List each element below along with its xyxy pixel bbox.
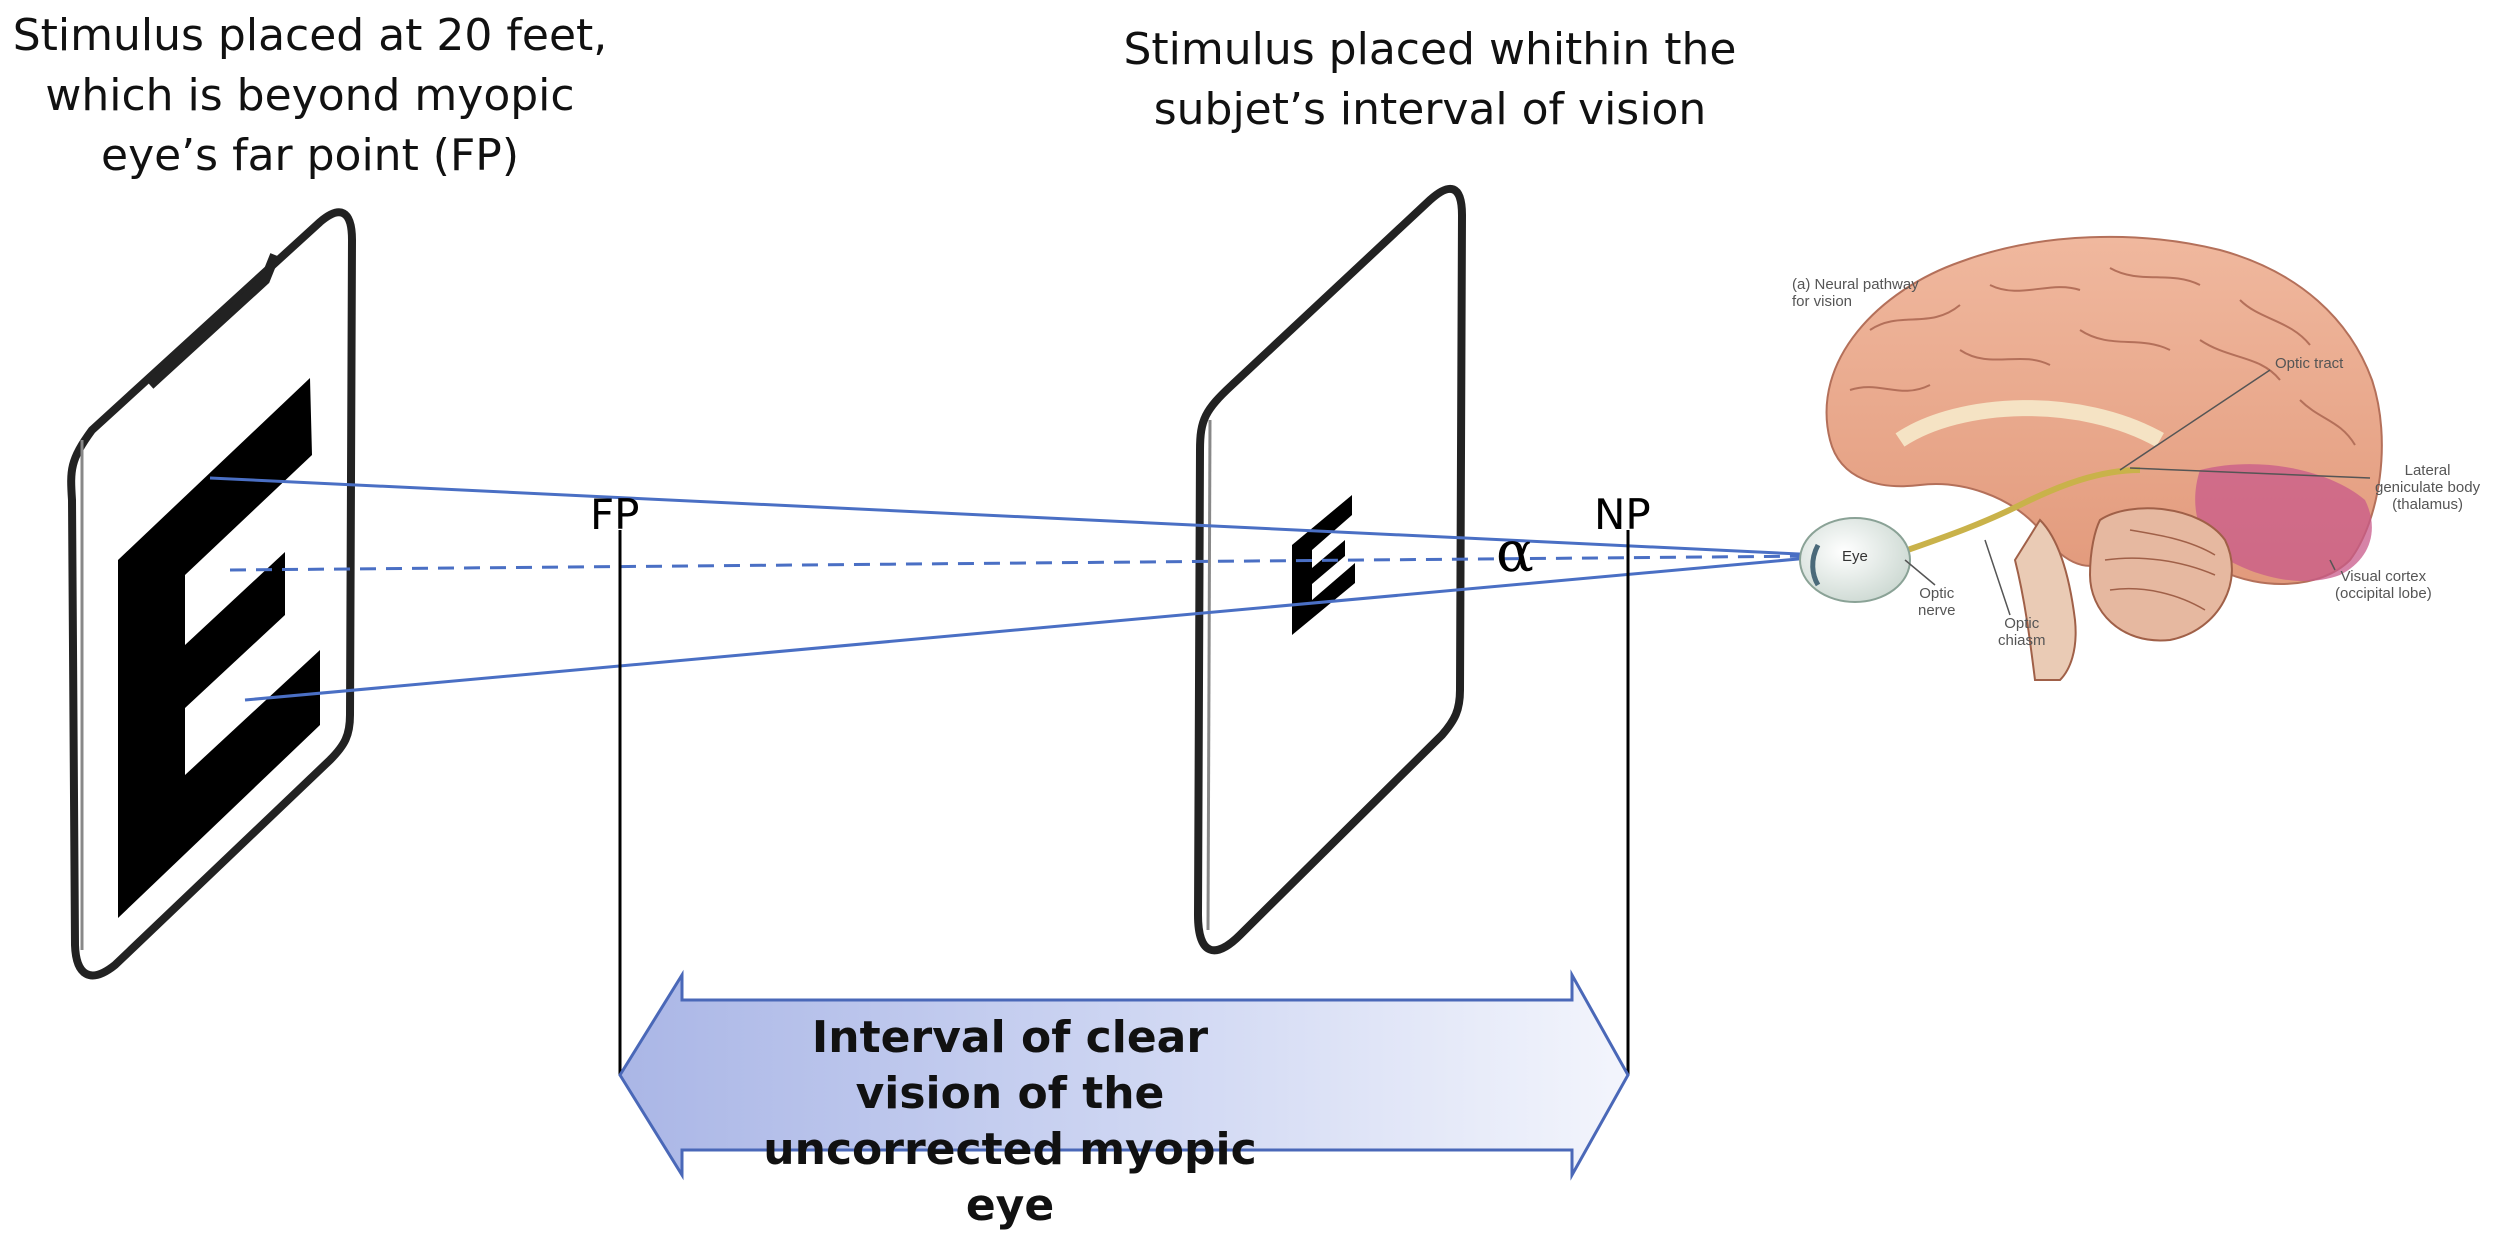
- lgn-label-line-2: geniculate body: [2375, 479, 2481, 496]
- far-stimulus-caption-line-1: Stimulus placed at 20 feet,: [12, 10, 608, 61]
- optic-tract-label: Optic tract: [2275, 355, 2344, 372]
- interval-arrow-label: Interval of clear vision of the uncorrec…: [760, 1010, 1260, 1234]
- lgn-label: Lateral geniculate body (thalamus): [2375, 462, 2480, 513]
- lgn-label-line-1: Lateral: [2404, 462, 2451, 479]
- far-stimulus-caption: Stimulus placed at 20 feet, which is bey…: [0, 6, 620, 186]
- optic-nerve-label-line-2: nerve: [1918, 602, 1956, 619]
- near-stimulus-phone: [1193, 184, 1467, 955]
- interval-double-arrow: [618, 969, 1630, 1181]
- optic-nerve-label: Optic nerve: [1918, 585, 1956, 619]
- interval-arrow-line-2: uncorrected myopic eye: [763, 1124, 1257, 1231]
- brain-figure-title-line-1: (a) Neural pathway: [1792, 276, 1919, 293]
- brain-figure-title: (a) Neural pathway for vision: [1792, 276, 1919, 310]
- optic-chiasm-label: Optic chiasm: [1998, 615, 2046, 649]
- brain-anatomy-figure: [1799, 235, 2383, 681]
- optic-nerve-label-line-1: Optic: [1919, 585, 1955, 602]
- far-stimulus-phone: [67, 208, 357, 980]
- brainstem: [2013, 518, 2077, 681]
- far-stimulus-letter-e: [118, 378, 320, 918]
- visual-cortex-label: Visual cortex (occipital lobe): [2335, 568, 2432, 602]
- eye-label: Eye: [1842, 548, 1868, 565]
- visual-angle-label: α: [1496, 520, 1534, 585]
- far-point-label: FP: [590, 490, 640, 539]
- upper-sight-line: [209, 476, 1821, 557]
- brain-figure-title-line-2: for vision: [1792, 293, 1853, 310]
- interval-arrow-line-1: Interval of clear vision of the: [811, 1012, 1209, 1119]
- far-stimulus-caption-line-2: which is beyond myopic: [45, 70, 575, 121]
- corpus-callosum: [1895, 400, 2164, 447]
- near-point-label: NP: [1594, 490, 1651, 539]
- central-sight-line: [229, 554, 1821, 572]
- visual-cortex-label-line-1: Visual cortex: [2340, 568, 2427, 585]
- cerebellum: [2088, 507, 2233, 642]
- near-stimulus-caption-line-1: Stimulus placed whithin the: [1123, 24, 1737, 75]
- optic-nerve-path: [1878, 467, 2141, 563]
- visual-cortex: [2195, 464, 2372, 582]
- lgn-label-line-3: (thalamus): [2392, 496, 2463, 513]
- near-stimulus-letter-e: [1292, 495, 1355, 635]
- sight-lines: [209, 476, 1821, 702]
- optic-chiasm-label-line-2: chiasm: [1998, 632, 2046, 649]
- near-stimulus-caption: Stimulus placed whithin the subjet’s int…: [1060, 20, 1800, 140]
- visual-cortex-label-line-2: (occipital lobe): [2335, 585, 2432, 602]
- eye-icon: [1799, 517, 1911, 603]
- far-stimulus-caption-line-3: eye’s far point (FP): [101, 130, 519, 181]
- diagram-canvas: [67, 184, 2383, 1181]
- optic-chiasm-label-line-1: Optic: [2004, 615, 2040, 632]
- near-stimulus-caption-line-2: subjet’s interval of vision: [1153, 84, 1707, 135]
- lower-sight-line: [244, 555, 1821, 702]
